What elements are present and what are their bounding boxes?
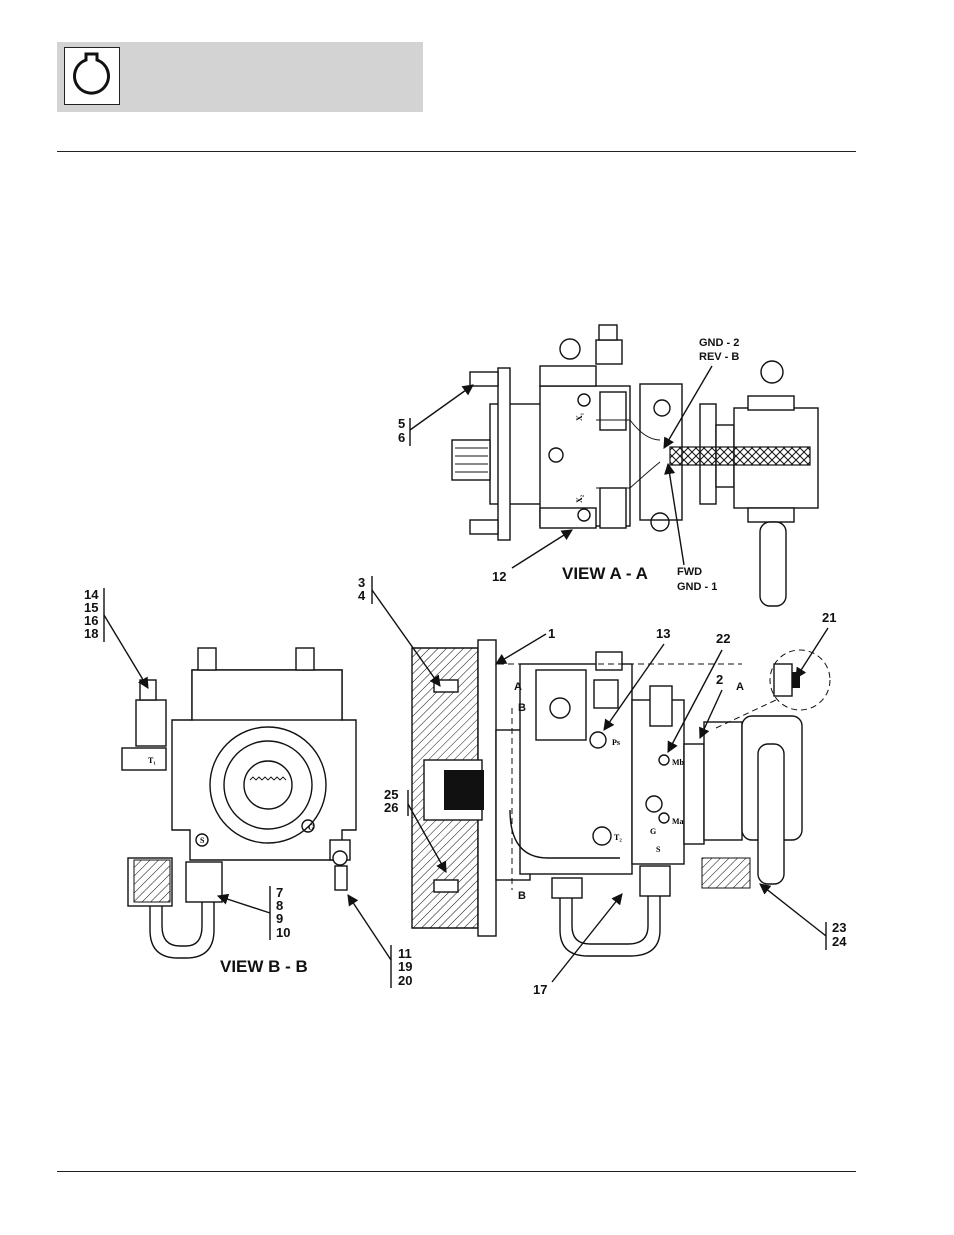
port-g-label-bb: G xyxy=(308,823,314,832)
view-bb-drawing: T₁ S G xyxy=(122,648,356,958)
port-t2-label: T₂ xyxy=(614,833,622,842)
view-aa-title: VIEW A - A xyxy=(562,564,648,583)
port-ma-label: Ma xyxy=(672,817,684,826)
port-mb-label: Mb xyxy=(672,758,685,767)
callout-24: 24 xyxy=(832,934,847,949)
callout-13: 13 xyxy=(656,626,670,641)
callout-6: 6 xyxy=(398,430,405,445)
callout-23: 23 xyxy=(832,920,846,935)
callout-20: 20 xyxy=(398,973,412,988)
leader-11-19-20 xyxy=(348,895,391,960)
callout-10: 10 xyxy=(276,925,290,940)
callout-5: 5 xyxy=(398,416,405,431)
callout-18: 18 xyxy=(84,626,98,641)
view-bb-title: VIEW B - B xyxy=(220,957,308,976)
callout-9: 9 xyxy=(276,911,283,926)
leader-3-4 xyxy=(372,590,440,686)
port-x1-label: X₁ xyxy=(575,412,584,421)
callout-21: 21 xyxy=(822,610,836,625)
port-x2-label: X₂ xyxy=(575,494,584,503)
leader-21 xyxy=(796,628,828,678)
port-s-label-bb: S xyxy=(200,836,205,845)
callout-17: 17 xyxy=(533,982,547,997)
leader-5-6 xyxy=(410,385,473,430)
port-ps-label: Ps xyxy=(612,738,620,747)
main-view-drawing: Ps T₂ Mb Ma G S xyxy=(412,640,830,956)
label-fwd: FWD xyxy=(677,566,702,578)
label-gnd-1: GND - 1 xyxy=(677,581,717,593)
callout-12: 12 xyxy=(492,569,506,584)
label-rev-b: REV - B xyxy=(699,351,739,363)
callout-19: 19 xyxy=(398,959,412,974)
callout-2: 2 xyxy=(716,672,723,687)
leader-23-24 xyxy=(760,884,826,936)
leader-14-18 xyxy=(104,615,148,688)
leader-7-10 xyxy=(218,896,270,913)
label-gnd-2: GND - 2 xyxy=(699,337,739,349)
callout-22: 22 xyxy=(716,631,730,646)
callout-1: 1 xyxy=(548,626,555,641)
callout-4: 4 xyxy=(358,588,366,603)
section-b-bottom: B xyxy=(518,890,526,902)
port-g-label-main: G xyxy=(650,827,656,836)
leader-1 xyxy=(496,634,546,664)
callout-26: 26 xyxy=(384,800,398,815)
leader-12 xyxy=(512,530,572,568)
section-a-left: A xyxy=(514,681,522,693)
port-s-label-main: S xyxy=(656,845,661,854)
section-a-right: A xyxy=(736,681,744,693)
port-t1-label: T₁ xyxy=(148,756,156,765)
section-b-top: B xyxy=(518,702,526,714)
leader-17 xyxy=(552,894,622,982)
